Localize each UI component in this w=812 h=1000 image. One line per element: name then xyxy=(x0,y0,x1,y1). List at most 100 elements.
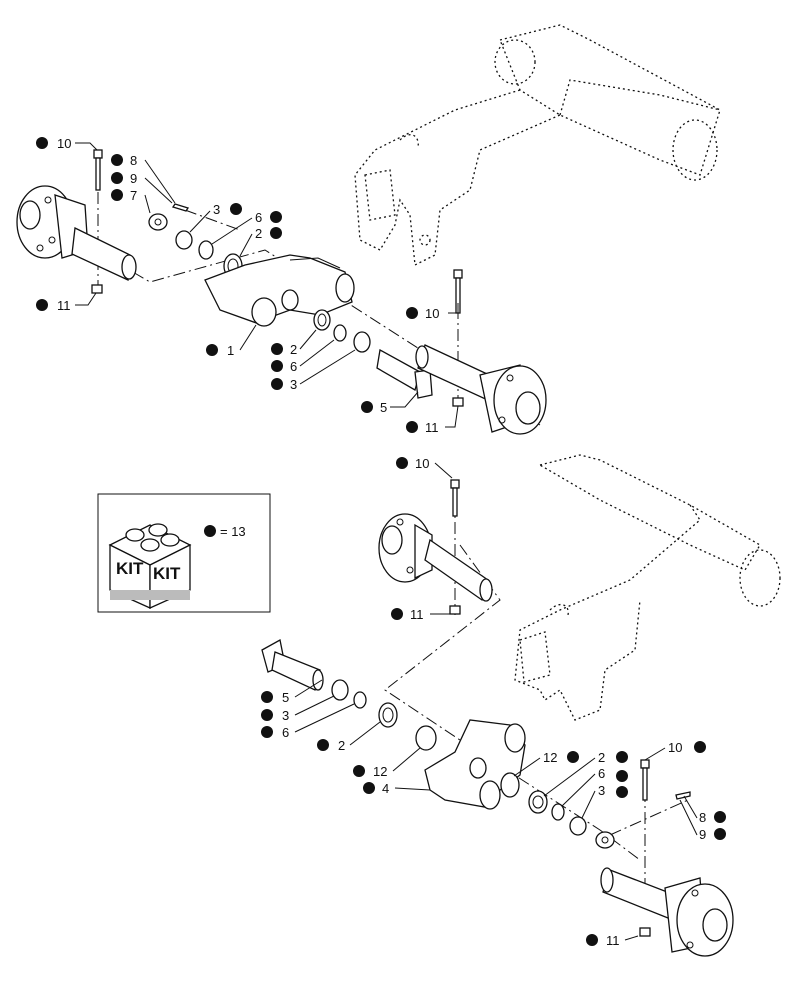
bushing-12-lower-right xyxy=(500,772,520,798)
bolt-10-upper-left xyxy=(93,149,103,191)
bullet-icon xyxy=(206,344,218,356)
callout-4: 4 xyxy=(382,781,389,796)
callout-3: 3 xyxy=(598,783,605,798)
kit-bullet-icon xyxy=(204,525,216,537)
callout-2: 2 xyxy=(598,750,605,765)
walking-beam-4 xyxy=(424,719,526,810)
callout-10: 10 xyxy=(415,456,429,471)
kit-box-icon xyxy=(108,523,192,610)
centerline-pin-8b xyxy=(609,799,689,836)
bullet-icon xyxy=(317,739,329,751)
bullet-icon xyxy=(270,227,282,239)
nut-11-lower-left xyxy=(449,605,461,615)
callout-11: 11 xyxy=(410,607,424,622)
bullet-icon xyxy=(406,421,418,433)
callout-9: 9 xyxy=(699,827,706,842)
bolt-10-lower-right xyxy=(640,759,650,801)
bearing-2-upper-right xyxy=(313,309,331,331)
bullet-icon xyxy=(396,457,408,469)
bullet-icon xyxy=(270,211,282,223)
nut-11-lower-right xyxy=(639,927,651,937)
bullet-icon xyxy=(36,299,48,311)
callout-labels: 10 8 9 7 3 6 2 11 1 2 6 3 10 5 11 10 xyxy=(36,136,726,948)
callout-8: 8 xyxy=(130,153,137,168)
nut-11-upper-left xyxy=(91,284,103,294)
callout-1: 1 xyxy=(227,343,234,358)
hub-left-lower xyxy=(378,513,433,583)
callout-6: 6 xyxy=(598,766,605,781)
pivot-pin-5-lower xyxy=(261,638,324,691)
washer-6-upper xyxy=(198,240,214,260)
snap-ring-3-lower-right xyxy=(569,816,587,836)
callout-5: 5 xyxy=(380,400,387,415)
callout-leaders xyxy=(75,142,698,941)
callout-5: 5 xyxy=(282,690,289,705)
snap-ring-3-upper xyxy=(175,230,193,250)
callout-2: 2 xyxy=(255,226,262,241)
snap-ring-3-upper-right xyxy=(353,331,371,353)
callout-7: 7 xyxy=(130,188,137,203)
bullet-icon xyxy=(271,360,283,372)
washer-6-upper-right xyxy=(333,324,347,342)
bullet-icon xyxy=(111,172,123,184)
centerline-pin-8 xyxy=(184,209,241,231)
kit-equals-13: = 13 xyxy=(220,524,246,539)
nut-11-upper-right xyxy=(452,397,464,407)
bullet-icon xyxy=(714,811,726,823)
pin-8-lower xyxy=(675,791,691,800)
bullet-icon xyxy=(586,934,598,946)
bullet-icon xyxy=(36,137,48,149)
callout-10: 10 xyxy=(425,306,439,321)
bullet-icon xyxy=(391,608,403,620)
bolt-10-lower-left xyxy=(450,479,460,517)
bullet-icon xyxy=(694,741,706,753)
frame-upper xyxy=(354,24,721,267)
axle-tube-left-lower xyxy=(424,538,493,602)
bearing-2-lower-right xyxy=(528,790,548,814)
bullet-icon xyxy=(261,709,273,721)
callout-3: 3 xyxy=(290,377,297,392)
callout-3: 3 xyxy=(282,708,289,723)
frame-lower xyxy=(514,454,781,721)
bullet-icon xyxy=(714,828,726,840)
bullet-icon xyxy=(261,691,273,703)
washer-6-lower xyxy=(353,691,367,709)
callout-6: 6 xyxy=(290,359,297,374)
axle-tube-left-upper xyxy=(71,227,137,281)
bearing-2-lower xyxy=(378,702,398,728)
callout-6: 6 xyxy=(282,725,289,740)
callout-11: 11 xyxy=(425,420,439,435)
walking-beam-1 xyxy=(204,254,355,327)
snap-ring-3-lower xyxy=(331,679,349,701)
axle-tube-right-lower xyxy=(600,867,676,919)
bullet-icon xyxy=(261,726,273,738)
bullet-icon xyxy=(111,189,123,201)
bullet-icon xyxy=(616,751,628,763)
callout-9: 9 xyxy=(130,171,137,186)
kit-legend: KIT KIT = 13 xyxy=(97,493,271,613)
hub-right-lower xyxy=(664,877,734,957)
callout-12: 12 xyxy=(373,764,387,779)
bullet-icon xyxy=(616,786,628,798)
callout-11: 11 xyxy=(57,298,71,313)
bullet-icon xyxy=(406,307,418,319)
kit-label-left: KIT xyxy=(116,559,144,578)
bullet-icon xyxy=(271,343,283,355)
bullet-icon xyxy=(271,378,283,390)
callout-10: 10 xyxy=(57,136,71,151)
callout-3: 3 xyxy=(213,202,220,217)
callout-12: 12 xyxy=(543,750,557,765)
hub-right-upper xyxy=(479,364,547,435)
bullet-icon xyxy=(567,751,579,763)
bushing-12-lower-left xyxy=(415,725,437,751)
callout-2: 2 xyxy=(290,342,297,357)
pin-8-upper xyxy=(171,203,190,212)
callout-11: 11 xyxy=(606,933,620,948)
bullet-icon xyxy=(361,401,373,413)
bullet-icon xyxy=(616,770,628,782)
callout-10: 10 xyxy=(668,740,682,755)
bullet-icon xyxy=(353,765,365,777)
nut-7 xyxy=(148,213,168,231)
